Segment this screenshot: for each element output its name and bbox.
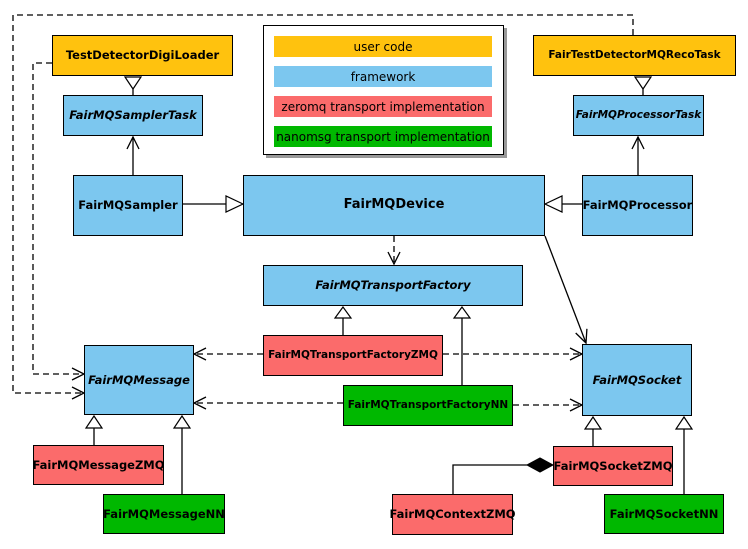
- edge-inherit-tfnn-factory: [452, 305, 472, 385]
- edge-dep-tfnn-message: [192, 396, 343, 410]
- node-fairmq-processor-task: FairMQProcessorTask: [573, 95, 704, 136]
- node-fairmq-transport-factory-zmq: FairMQTransportFactoryZMQ: [263, 335, 443, 376]
- node-fairmq-context-zmq: FairMQContextZMQ: [389, 494, 516, 535]
- legend-item-nanomsg: nanomsg transport implementation: [274, 126, 492, 147]
- edge-inherit-tfzmq-factory: [333, 305, 353, 335]
- node-fairmq-message-zmq: FairMQMessageZMQ: [32, 445, 165, 485]
- legend-item-user-code: user code: [274, 36, 492, 57]
- node-fairmq-transport-factory: FairMQTransportFactory: [263, 265, 523, 306]
- legend-item-zeromq: zeromq transport implementation: [274, 96, 492, 117]
- node-fairmq-message: FairMQMessage: [84, 345, 194, 415]
- edge-inherit-messagenn-message: [172, 414, 192, 494]
- edge-inherit-digiloader-samplertask: [123, 76, 143, 95]
- node-fairmq-processor: FairMQProcessor: [582, 175, 693, 236]
- node-fairmq-sampler-task: FairMQSamplerTask: [63, 95, 203, 136]
- node-fairmq-message-nn: FairMQMessageNN: [103, 494, 225, 534]
- node-fairmq-socket-zmq: FairMQSocketZMQ: [553, 446, 673, 486]
- edge-inherit-messagezmq-message: [84, 414, 104, 445]
- edge-inherit-processor-device: [543, 195, 582, 213]
- edge-inherit-sampler-samplertask: [126, 135, 140, 175]
- node-fairmq-socket: FairMQSocket: [582, 344, 692, 416]
- node-fairmq-transport-factory-nn: FairMQTransportFactoryNN: [343, 385, 513, 426]
- edge-dep-tfzmq-socket: [443, 347, 584, 361]
- node-fairmq-socket-nn: FairMQSocketNN: [604, 494, 724, 534]
- edge-inherit-recotask-processortask: [633, 76, 653, 95]
- edge-dep-device-factory: [387, 236, 401, 266]
- node-fairmq-device: FairMQDevice: [243, 175, 545, 236]
- edge-inherit-sampler-device: [183, 195, 245, 213]
- edge-dep-tfzmq-message: [192, 347, 263, 361]
- node-test-detector-digi-loader: TestDetectorDigiLoader: [52, 35, 233, 76]
- edge-comp-contextzmq-socketzmq: [452, 457, 555, 494]
- edge-assoc-device-socket: [544, 235, 588, 345]
- legend-item-framework: framework: [274, 66, 492, 87]
- edge-inherit-socketnn-socket: [674, 415, 694, 494]
- legend-panel: user code framework zeromq transport imp…: [263, 25, 504, 155]
- edge-inherit-processor-processortask: [631, 135, 645, 175]
- node-fair-test-detector-mq-reco-task: FairTestDetectorMQRecoTask: [533, 35, 736, 76]
- node-fairmq-sampler: FairMQSampler: [73, 175, 183, 236]
- edge-dep-tfnn-socket: [513, 398, 584, 412]
- edge-inherit-socketzmq-socket: [583, 415, 603, 446]
